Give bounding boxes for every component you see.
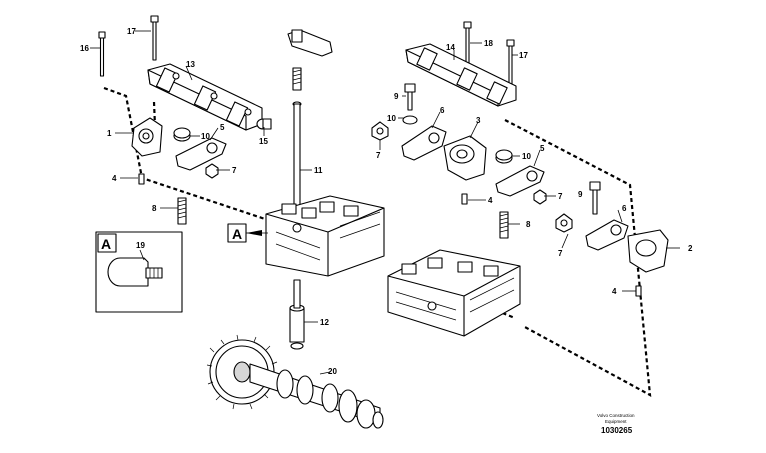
callout-8-left: 8 <box>152 204 157 213</box>
washer-10-upper-part <box>402 115 418 125</box>
section-marker-label: A <box>232 226 242 242</box>
pin-4-left-part <box>138 173 145 185</box>
pin-4-right-part <box>635 285 642 297</box>
brand-line-2: Equipment <box>605 419 627 424</box>
callout-10-upper: 10 <box>387 114 396 123</box>
callout-4-center: 4 <box>488 196 493 205</box>
callout-4-right: 4 <box>612 287 617 296</box>
nut-7-right-part <box>533 189 547 205</box>
drawing-number: 1030265 <box>601 426 633 435</box>
callout-7-right: 7 <box>558 192 563 201</box>
tappet-12-part <box>289 304 305 350</box>
adjuster-top-part <box>292 67 302 91</box>
bolt-9-upper-part <box>404 83 416 111</box>
left-rocker-shaft-assembly <box>98 15 272 225</box>
footer-block: Volvo Construction Equipment 1030265 <box>597 413 635 435</box>
nut-7-upper-part <box>371 121 389 141</box>
callout-5-right: 5 <box>540 144 545 153</box>
callout-10-right: 10 <box>522 152 531 161</box>
plug-15-part <box>256 118 272 130</box>
callout-6-lower: 6 <box>622 204 627 213</box>
detail-view-a <box>95 231 183 313</box>
callout-1: 1 <box>107 129 112 138</box>
callout-20: 20 <box>328 367 337 376</box>
pin-4-center-part <box>461 193 468 205</box>
rocker-shaft-13-part <box>147 63 263 131</box>
brand-line-1: Volvo Construction <box>597 413 635 418</box>
callout-4-left: 4 <box>112 174 117 183</box>
callout-6-upper: 6 <box>440 106 445 115</box>
bolt-16-part <box>98 31 106 77</box>
callout-11: 11 <box>314 166 323 175</box>
detail-view-label: A <box>101 236 111 252</box>
bolt-17-right-part <box>506 39 515 87</box>
rocker-arm-top-part <box>287 29 333 57</box>
callout-12: 12 <box>320 318 329 327</box>
rocker-shaft-14-part <box>405 43 517 107</box>
callout-17-right: 17 <box>519 51 528 60</box>
callout-7-lower: 7 <box>558 249 563 258</box>
adjusting-screw-8-right-part <box>499 211 509 239</box>
leader-lines <box>90 30 680 375</box>
adjusting-screw-8-left-part <box>177 197 187 225</box>
callout-14: 14 <box>446 43 455 52</box>
cylinder-head-center-part <box>265 195 385 277</box>
center-pushrod-assembly <box>287 29 333 350</box>
callout-16: 16 <box>80 44 89 53</box>
rocker-arm-5-left-part <box>175 137 227 171</box>
right-rocker-shaft-assembly <box>371 21 669 297</box>
bolt-9-lower-part <box>589 181 601 215</box>
callout-labels: 16 17 13 1 10 5 7 4 8 15 11 12 20 19 14 … <box>80 27 693 376</box>
callout-19: 19 <box>136 241 145 250</box>
callout-2: 2 <box>688 244 693 253</box>
callout-7-upper: 7 <box>376 151 381 160</box>
adapter-19-part <box>107 257 163 287</box>
bracket-2-part <box>627 229 669 273</box>
callout-10-left: 10 <box>201 132 210 141</box>
callout-8-right: 8 <box>526 220 531 229</box>
nut-7-lower-part <box>555 213 573 233</box>
callout-5-left: 5 <box>220 123 225 132</box>
callout-17-left: 17 <box>127 27 136 36</box>
callout-9-upper: 9 <box>394 92 399 101</box>
bracket-1-part <box>131 117 163 157</box>
camshaft-20-part <box>206 334 384 429</box>
callout-15: 15 <box>259 137 268 146</box>
cylinder-head-right-part <box>387 249 521 337</box>
rocker-arm-5-right-part <box>495 165 545 197</box>
section-marker-a <box>227 223 268 243</box>
callout-9-lower: 9 <box>578 190 583 199</box>
rocker-arm-6-upper-part <box>401 125 447 161</box>
bolt-18-part <box>463 21 472 67</box>
bolt-17-left-part <box>150 15 159 61</box>
washer-10-right-part <box>495 149 513 164</box>
rocker-arm-6-lower-part <box>585 219 629 251</box>
bracket-3-part <box>443 135 487 181</box>
callout-3: 3 <box>476 116 481 125</box>
callout-7-left: 7 <box>232 166 237 175</box>
callout-18: 18 <box>484 39 493 48</box>
nut-7-left-part <box>205 163 219 179</box>
washer-10-left-part <box>173 127 191 142</box>
callout-13: 13 <box>186 60 195 69</box>
